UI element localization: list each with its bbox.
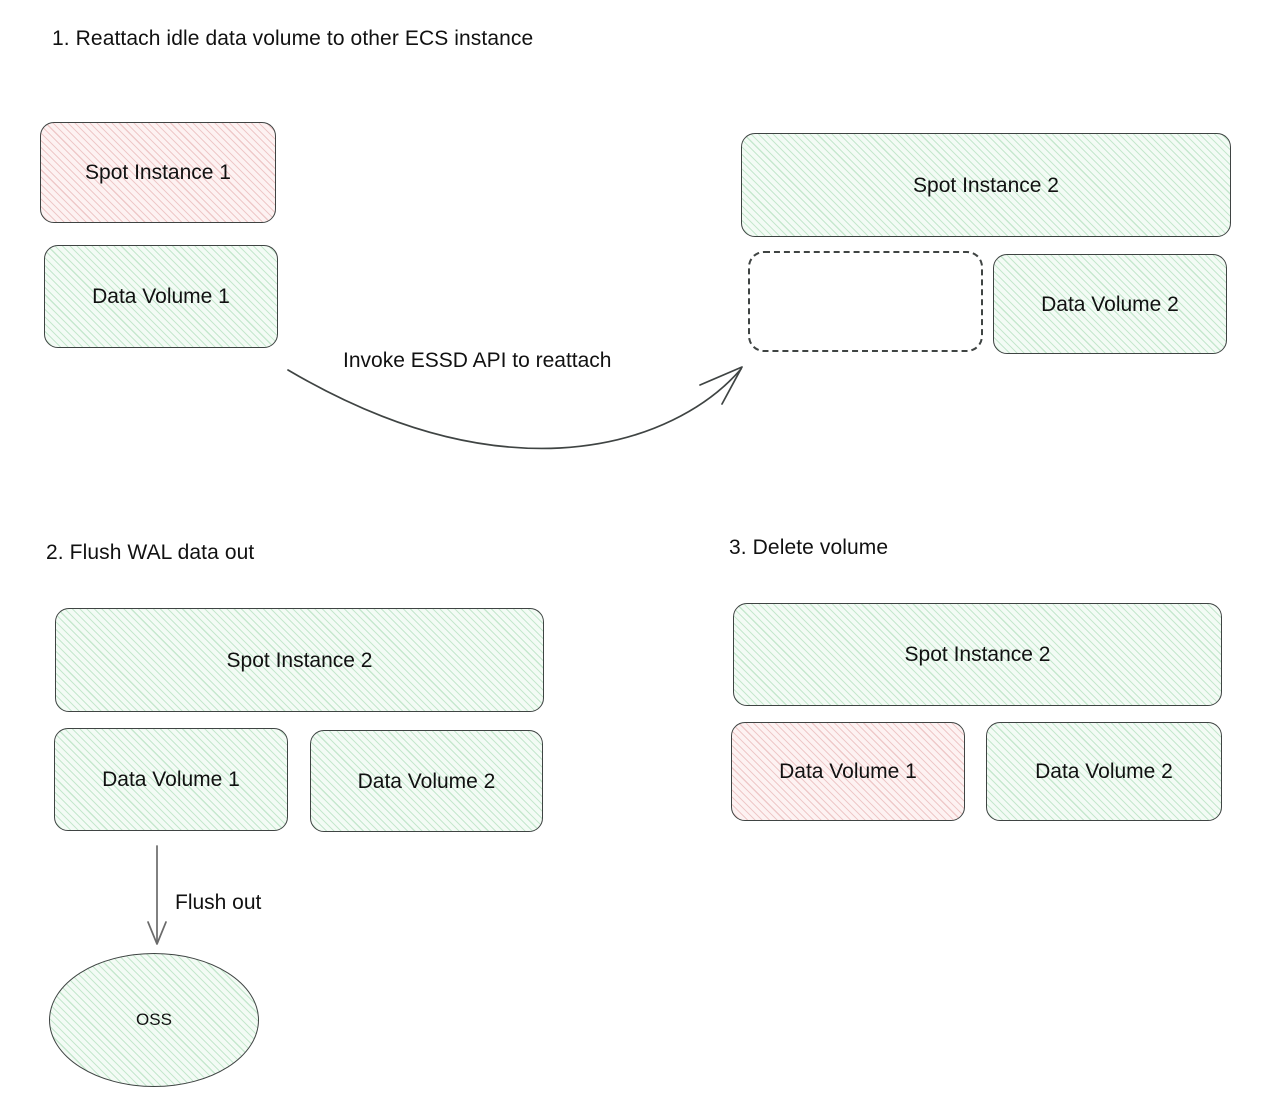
arrow-reattach-head — [699, 366, 743, 405]
node-label: Data Volume 2 — [1041, 292, 1179, 316]
node-label: Spot Instance 2 — [226, 648, 373, 672]
node-spot-instance-2-step2[interactable]: Spot Instance 2 — [55, 608, 544, 712]
node-data-volume-2-step1[interactable]: Data Volume 2 — [993, 254, 1227, 354]
node-label: Data Volume 2 — [357, 769, 496, 793]
node-data-volume-1-step2[interactable]: Data Volume 1 — [54, 728, 288, 831]
node-spot-instance-1[interactable]: Spot Instance 1 — [40, 122, 276, 223]
edge-label-flush-out: Flush out — [175, 891, 262, 914]
step-1-heading: 1. Reattach idle data volume to other EC… — [52, 27, 534, 50]
node-label: Spot Instance 1 — [85, 161, 231, 184]
node-label: OSS — [136, 1010, 172, 1029]
node-spot-instance-2-step1[interactable]: Spot Instance 2 — [741, 133, 1231, 237]
node-oss-storage[interactable]: OSS — [49, 953, 259, 1087]
node-data-volume-1-step3[interactable]: Data Volume 1 — [731, 722, 965, 821]
node-label: Data Volume 1 — [779, 760, 917, 783]
arrow-reattach-curve — [287, 368, 742, 450]
node-label: Data Volume 1 — [102, 768, 240, 791]
node-data-volume-1-step1[interactable]: Data Volume 1 — [44, 245, 278, 348]
node-label: Spot Instance 2 — [913, 173, 1059, 197]
node-label: Data Volume 2 — [1035, 760, 1173, 783]
node-data-volume-2-step2[interactable]: Data Volume 2 — [310, 730, 543, 832]
step-2-heading: 2. Flush WAL data out — [46, 541, 255, 564]
node-empty-volume-slot[interactable] — [748, 251, 983, 352]
arrow-flush-out-head — [147, 921, 167, 945]
node-spot-instance-2-step3[interactable]: Spot Instance 2 — [733, 603, 1222, 706]
edge-label-invoke-essd-api: Invoke ESSD API to reattach — [343, 349, 612, 372]
step-3-heading: 3. Delete volume — [729, 536, 889, 559]
node-data-volume-2-step3[interactable]: Data Volume 2 — [986, 722, 1222, 821]
node-label: Data Volume 1 — [92, 285, 230, 308]
node-label: Spot Instance 2 — [904, 643, 1051, 666]
